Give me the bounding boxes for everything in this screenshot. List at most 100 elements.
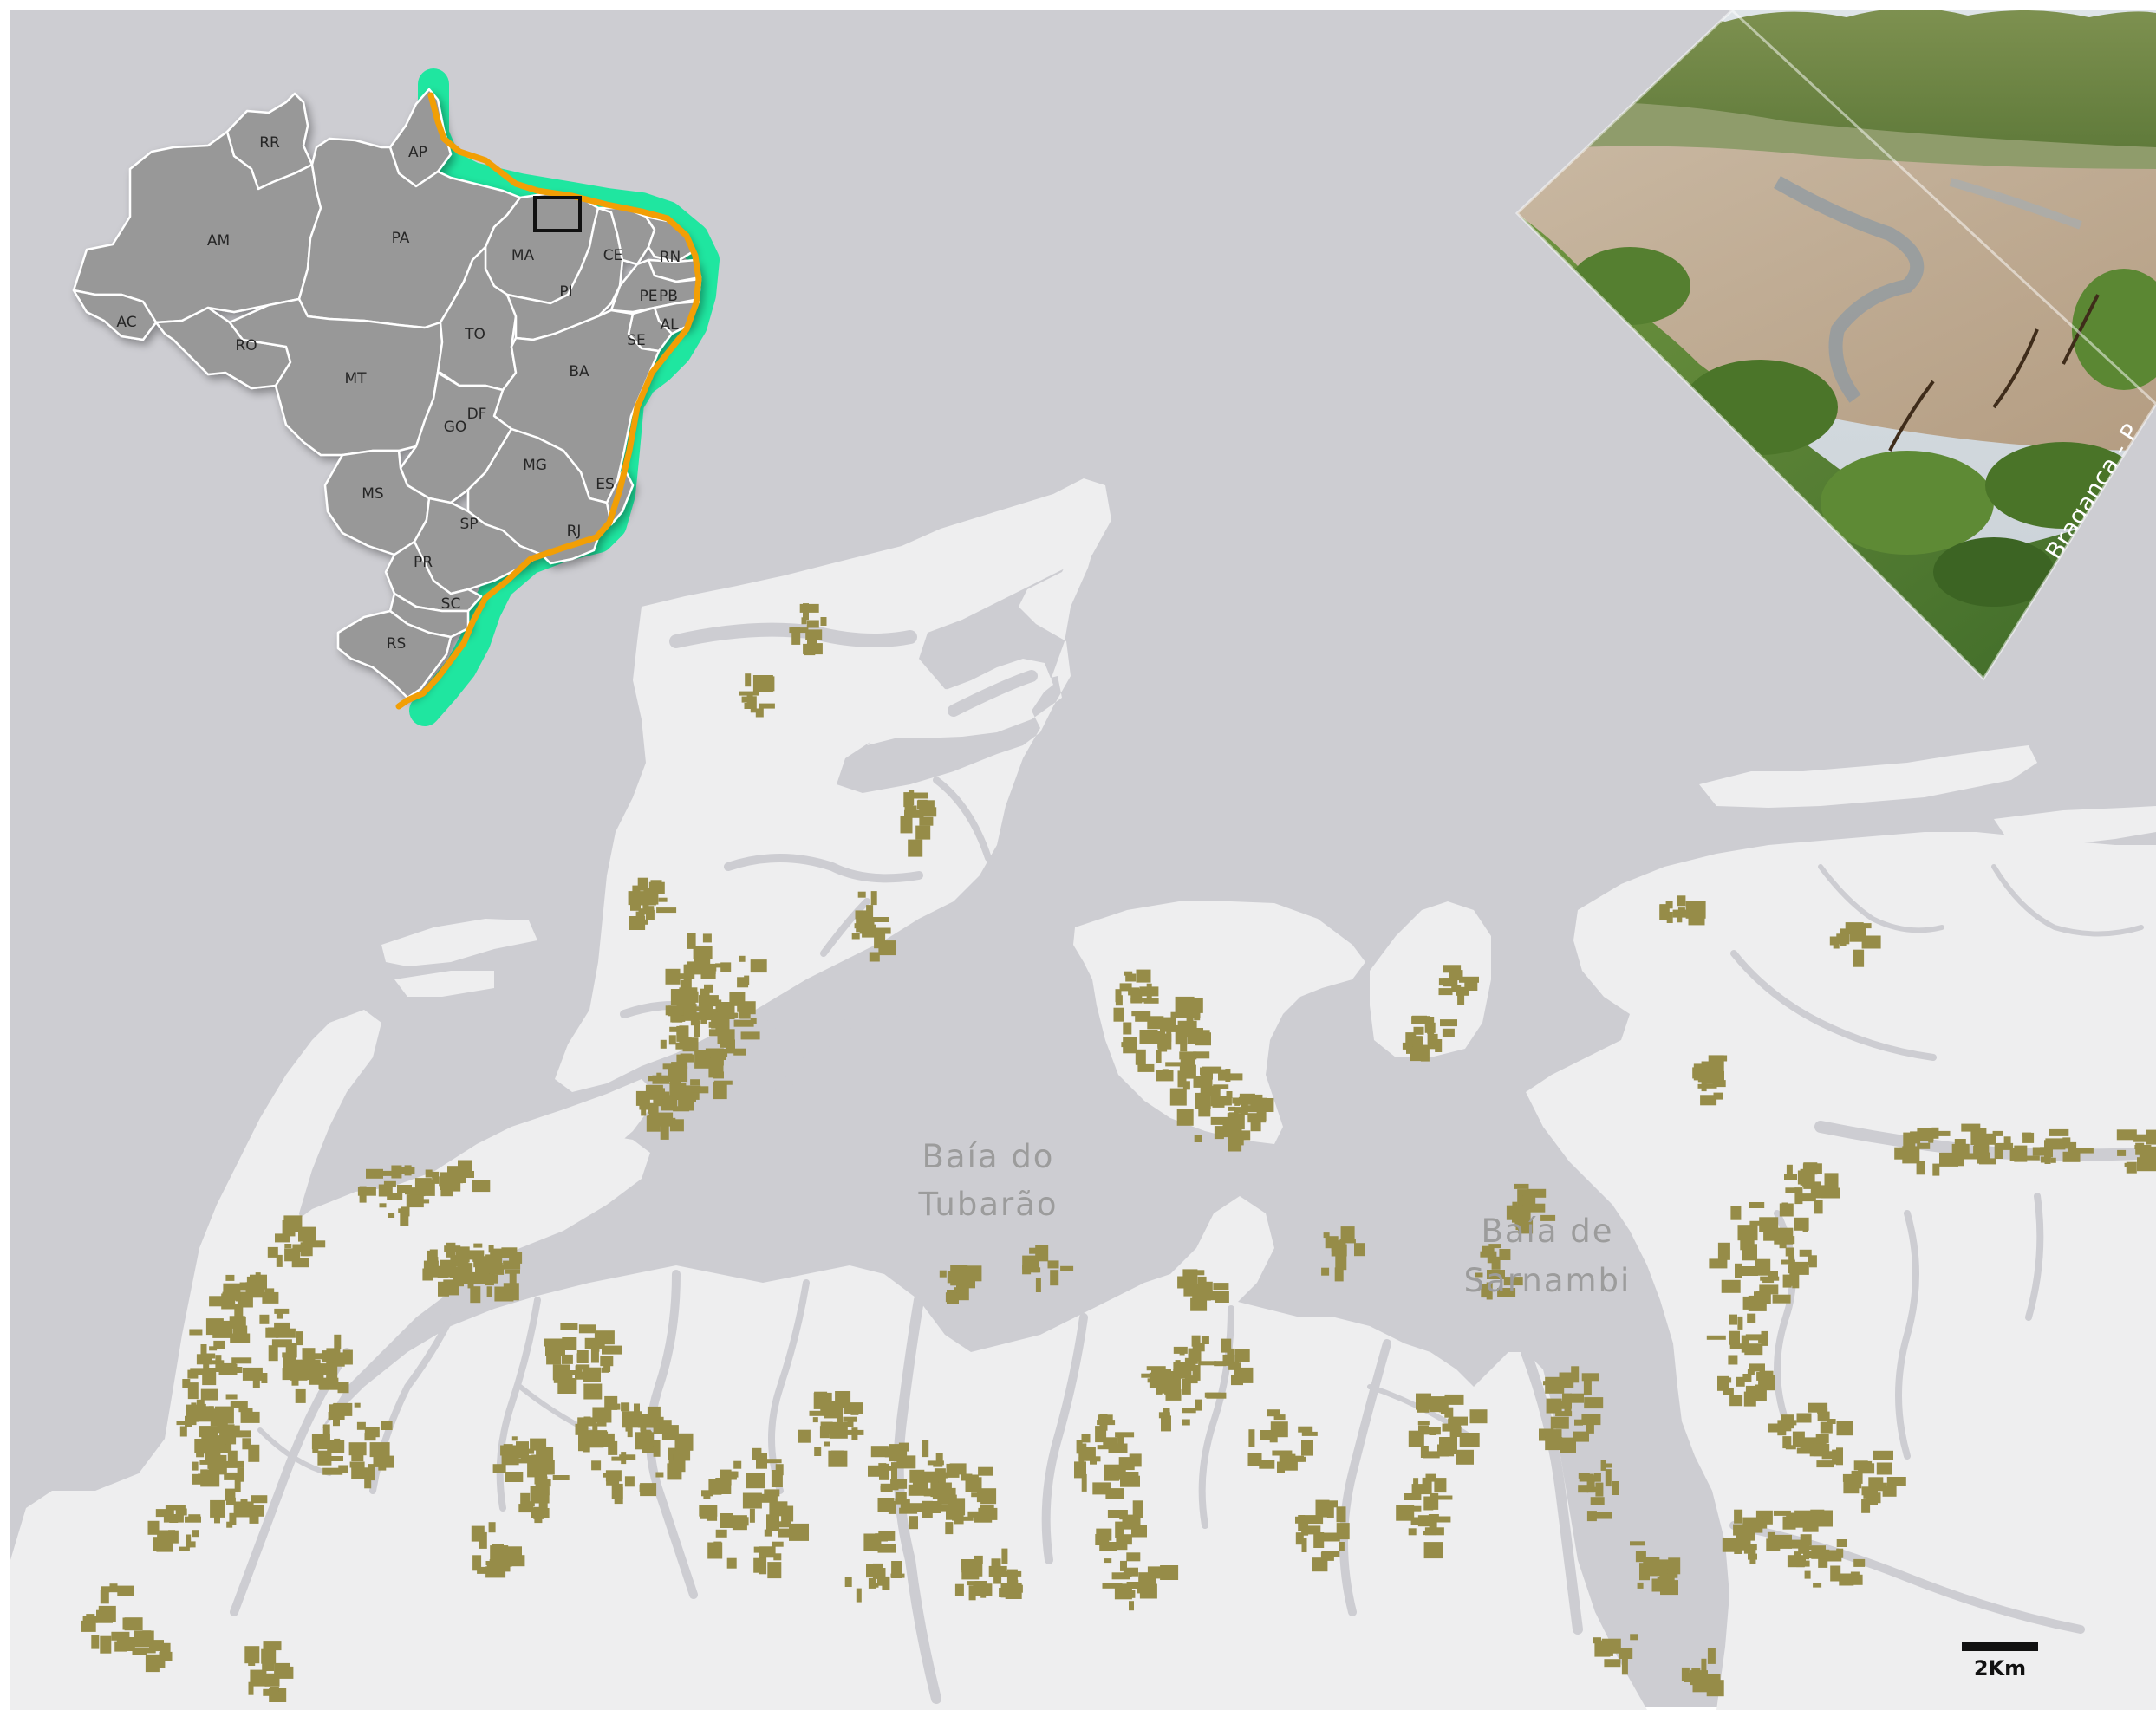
- mangrove-patch: [732, 1515, 747, 1531]
- mangrove-patch: [2117, 1149, 2127, 1156]
- mangrove-patch: [869, 952, 880, 962]
- mangrove-patch: [418, 1181, 427, 1193]
- mangrove-patch: [472, 1271, 490, 1284]
- mangrove-patch: [1709, 1258, 1728, 1269]
- mangrove-patch: [1161, 1382, 1167, 1394]
- mangrove-patch: [646, 1115, 661, 1132]
- mangrove-patch: [592, 1423, 598, 1436]
- mangrove-patch: [205, 1360, 225, 1365]
- mangrove-patch: [1177, 1020, 1197, 1036]
- mangrove-patch: [1791, 1261, 1809, 1275]
- mangrove-patch: [224, 1460, 244, 1468]
- mangrove-patch: [501, 1247, 518, 1258]
- mangrove-patch: [759, 1546, 776, 1558]
- mangrove-patch: [829, 1421, 848, 1439]
- mangrove-patch: [1570, 1393, 1584, 1403]
- mangrove-patch: [704, 1011, 718, 1016]
- mangrove-patch: [210, 1408, 228, 1427]
- mangrove-patch: [1413, 1036, 1423, 1048]
- mangrove-patch: [1692, 1067, 1702, 1079]
- mangrove-patch: [1444, 1407, 1454, 1418]
- mangrove-patch: [676, 1054, 694, 1063]
- mangrove-patch: [406, 1194, 424, 1208]
- mangrove-patch: [91, 1635, 100, 1649]
- state-rs: [336, 609, 453, 699]
- mangrove-patch: [665, 968, 681, 985]
- mangrove-patch: [661, 1425, 679, 1440]
- mangrove-patch: [1619, 1648, 1633, 1659]
- mangrove-patch: [1005, 1583, 1022, 1599]
- mangrove-patch: [291, 1377, 299, 1386]
- mangrove-patch: [356, 1421, 366, 1430]
- mangrove-patch: [1723, 1388, 1734, 1395]
- mangrove-patch: [1554, 1401, 1565, 1409]
- mangrove-patch: [319, 1363, 332, 1375]
- mangrove-patch: [1425, 1473, 1436, 1482]
- mangrove-patch: [379, 1203, 387, 1208]
- mangrove-patch: [1230, 1113, 1238, 1121]
- mangrove-patch: [1231, 1375, 1243, 1386]
- mangrove-patch: [1334, 1267, 1344, 1282]
- mangrove-patch: [234, 1304, 244, 1317]
- mangrove-patch: [799, 603, 819, 613]
- mangrove-patch: [1788, 1252, 1794, 1270]
- mangrove-patch: [188, 1541, 196, 1548]
- mangrove-patch: [1784, 1174, 1797, 1180]
- mangrove-patch: [1729, 1395, 1743, 1407]
- mangrove-patch: [1456, 1456, 1463, 1464]
- mangrove-patch: [749, 1508, 755, 1523]
- mangrove-patch: [1808, 1256, 1817, 1265]
- mangrove-patch: [391, 1165, 402, 1179]
- mangrove-patch: [2140, 1146, 2156, 1156]
- mangrove-patch: [1701, 1658, 1707, 1674]
- mangrove-patch: [943, 1488, 952, 1495]
- mangrove-patch: [960, 1516, 974, 1521]
- mangrove-patch: [1323, 1532, 1340, 1542]
- mangrove-patch: [1022, 1265, 1032, 1275]
- mangrove-patch: [583, 1367, 601, 1382]
- mangrove-patch: [1228, 1106, 1236, 1111]
- mangrove-patch: [1192, 1364, 1201, 1381]
- mangrove-patch: [1973, 1144, 1984, 1156]
- mangrove-patch: [1813, 1583, 1822, 1588]
- mangrove-patch: [1691, 1668, 1701, 1674]
- coastline-highlight: [395, 92, 702, 710]
- mangrove-patch: [1354, 1243, 1365, 1257]
- mangrove-patch: [878, 1531, 896, 1541]
- mangrove-patch: [1438, 1399, 1444, 1413]
- mangrove-patch: [739, 955, 746, 962]
- mangrove-patch: [1522, 1195, 1532, 1208]
- mangrove-patch: [1444, 1394, 1464, 1405]
- mangrove-patch: [217, 1424, 235, 1434]
- mangrove-patch: [208, 1464, 227, 1475]
- mangrove-patch: [1339, 1239, 1346, 1248]
- mangrove-patch: [1814, 1200, 1823, 1214]
- mangrove-patch: [1437, 1444, 1449, 1457]
- mangrove-patch: [614, 1487, 623, 1505]
- mangrove-patch: [1697, 1083, 1717, 1089]
- mangrove-patch: [675, 1042, 687, 1050]
- mangrove-patch: [229, 1512, 237, 1525]
- mangrove-patch: [1182, 1419, 1190, 1426]
- mangrove-patch: [117, 1585, 134, 1596]
- mangrove-patch: [1755, 1384, 1767, 1401]
- scale-bar-line: [1962, 1642, 2038, 1651]
- mangrove-patch: [1523, 1204, 1531, 1220]
- mangrove-patch: [1111, 1572, 1130, 1580]
- mangrove-patch: [1740, 1233, 1755, 1251]
- mangrove-patch: [759, 703, 775, 709]
- mangrove-patch: [520, 1492, 531, 1506]
- state-label-rj: RJ: [567, 523, 582, 540]
- mangrove-patch: [327, 1440, 345, 1453]
- mangrove-patch: [262, 1291, 279, 1304]
- mangrove-patch: [1078, 1457, 1085, 1470]
- mangrove-patch: [485, 1254, 492, 1271]
- mangrove-patch: [1277, 1461, 1285, 1473]
- mangrove-patch: [715, 963, 723, 968]
- mangrove-patch: [196, 1406, 213, 1422]
- mangrove-patch: [1117, 1434, 1124, 1447]
- mangrove-patch: [1198, 1102, 1211, 1117]
- state-label-pa: PA: [392, 230, 410, 247]
- mangrove-patch: [530, 1438, 547, 1451]
- locator-box: [533, 196, 582, 232]
